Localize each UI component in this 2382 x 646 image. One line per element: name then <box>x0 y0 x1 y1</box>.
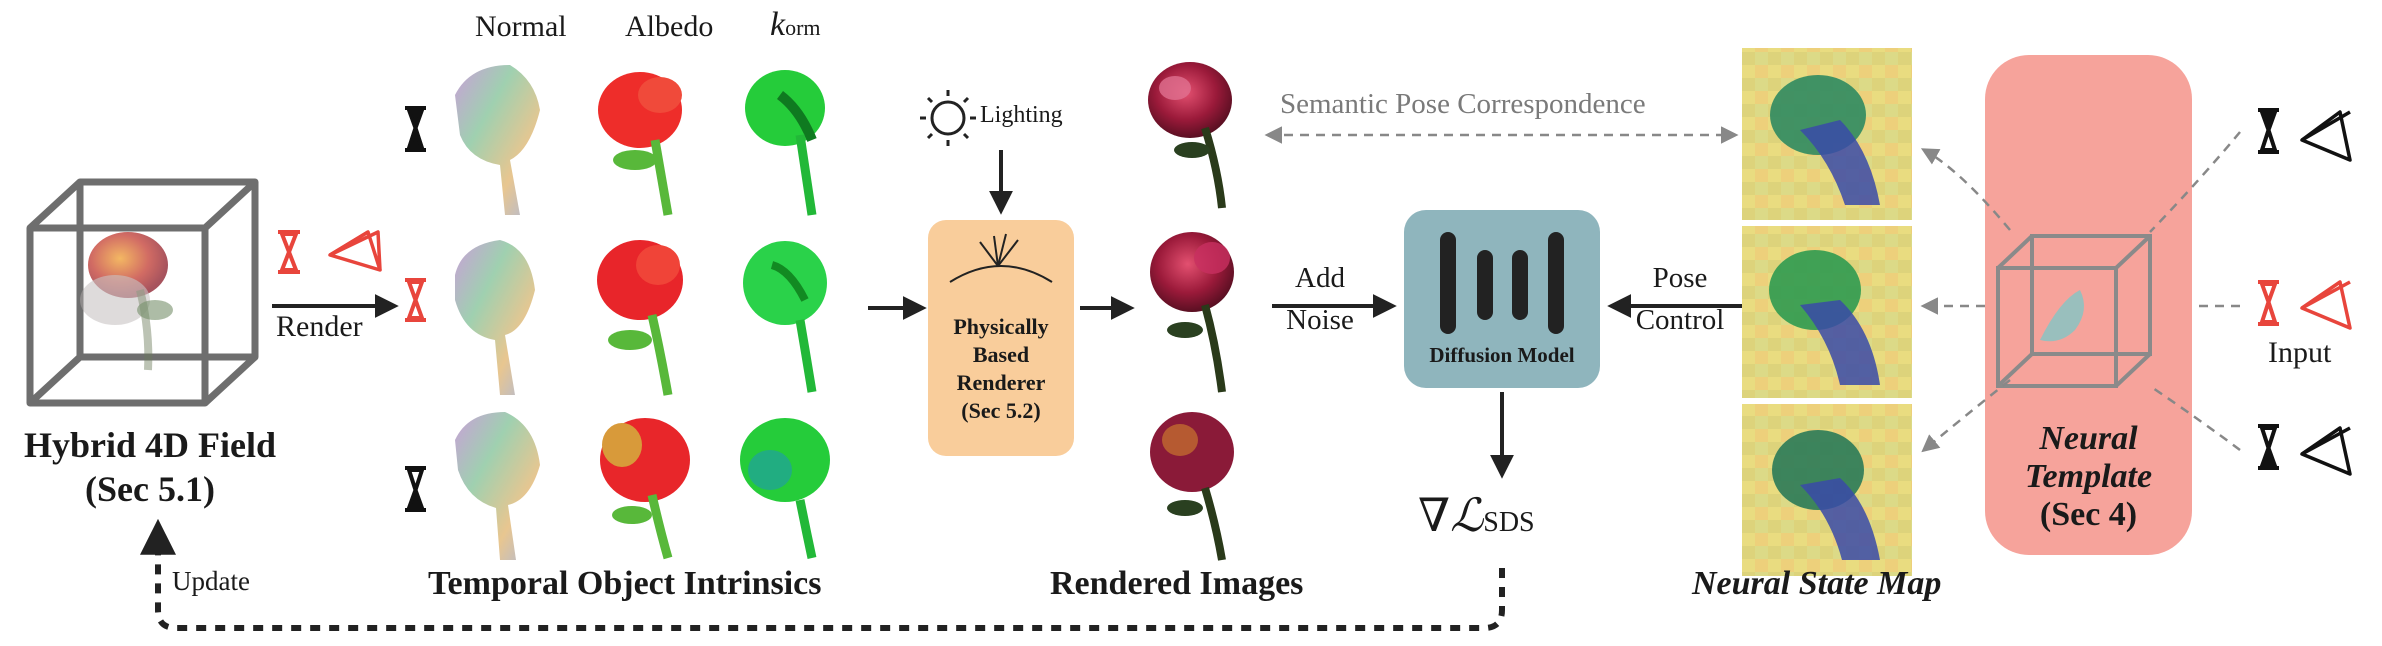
template-line3: (Sec 4) <box>2039 496 2138 533</box>
pbr-line4: (Sec 5.2) <box>961 398 1041 423</box>
update-loop-arrow <box>140 518 1505 631</box>
normal-map-row2 <box>455 240 535 395</box>
pbr-box <box>928 220 1074 456</box>
hybrid-field-cube-icon <box>26 178 259 407</box>
normal-map-row1 <box>455 65 540 215</box>
template-arrow-1 <box>1920 148 2011 231</box>
hourglass-icon-input-3 <box>2258 424 2279 470</box>
korm-row3 <box>740 418 830 559</box>
semantic-label: Semantic Pose Correspondence <box>1280 88 1646 120</box>
update-label: Update <box>172 566 250 596</box>
sun-icon <box>920 90 976 146</box>
korm-row1 <box>745 70 825 216</box>
camera-icon-red-left <box>328 230 382 272</box>
rendered-rose-3 <box>1150 412 1234 561</box>
loss-sub: SDS <box>1483 507 1535 538</box>
render-label: Render <box>276 310 363 343</box>
col-albedo-header: Albedo <box>625 10 714 43</box>
state-map-caption: Neural State Map <box>1692 565 1942 602</box>
add-noise-line2: Noise <box>1286 304 1354 336</box>
input-label: Input <box>2268 336 2332 369</box>
korm-sub: orm <box>785 15 821 40</box>
pose-control-line1: Pose <box>1652 262 1708 294</box>
intrinsics-caption: Temporal Object Intrinsics <box>428 565 822 602</box>
rendered-caption: Rendered Images <box>1050 565 1304 602</box>
normal-map-row3 <box>455 412 540 560</box>
albedo-row2 <box>597 240 683 396</box>
template-line1: Neural <box>2039 420 2138 457</box>
hybrid-field-title-1: Hybrid 4D Field <box>23 425 277 465</box>
camera-icon-input-1 <box>2300 110 2352 162</box>
pose-control-line2: Control <box>1635 304 1725 336</box>
state-map-2 <box>1742 226 1912 398</box>
loss-sds: ∇ℒSDS <box>1418 488 1535 542</box>
albedo-row1 <box>598 72 682 216</box>
template-shape <box>2040 290 2084 342</box>
template-line2: Template <box>2024 458 2153 495</box>
diffusion-label: Diffusion Model <box>1429 343 1575 367</box>
input-line-1 <box>2149 131 2241 233</box>
input-line-3 <box>2149 384 2241 452</box>
camera-icon-input-2 <box>2300 280 2352 330</box>
camera-icon-input-3 <box>2300 426 2352 476</box>
pbr-glyph-icon <box>949 233 1053 283</box>
korm-base: k <box>770 6 786 43</box>
albedo-row3 <box>600 418 690 560</box>
lighting-label: Lighting <box>980 102 1063 128</box>
rendered-rose-2 <box>1150 232 1234 393</box>
state-map-3 <box>1742 404 1912 576</box>
hourglass-icon-red-mid <box>405 278 426 322</box>
diffusion-bars-icon <box>1440 232 1564 334</box>
loss-L: ℒ <box>1450 490 1484 541</box>
col-normal-header: Normal <box>475 10 567 43</box>
state-map-1 <box>1742 48 1912 220</box>
hourglass-icon-bottom <box>405 466 426 512</box>
template-box <box>1985 55 2192 555</box>
loss-nabla: ∇ <box>1418 490 1451 541</box>
korm-row2 <box>743 241 827 393</box>
add-noise-line1: Add <box>1295 262 1345 294</box>
hourglass-icon-top <box>405 106 426 152</box>
hourglass-icon-red-left <box>278 230 300 274</box>
hybrid-field-title-2: (Sec 5.1) <box>85 469 215 509</box>
pbr-line3: Renderer <box>956 370 1046 395</box>
col-korm-header: korm <box>770 6 821 44</box>
hourglass-icon-input-1 <box>2258 108 2279 154</box>
pbr-line1: Physically <box>953 314 1049 339</box>
pbr-line2: Based <box>972 342 1030 367</box>
template-cube-icon <box>1996 234 2152 388</box>
hourglass-icon-input-2 <box>2258 280 2279 326</box>
template-arrow-3 <box>1921 379 2011 453</box>
rendered-rose-1 <box>1148 62 1232 209</box>
